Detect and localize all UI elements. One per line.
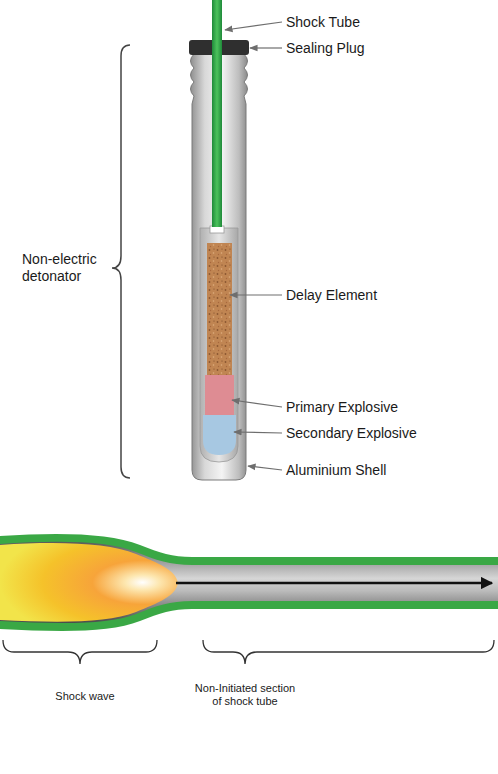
part-label: Shock Tube <box>286 14 466 31</box>
part-label: Sealing Plug <box>286 40 466 57</box>
part-label: Non-electric detonator <box>22 251 110 285</box>
leader-line <box>248 466 282 470</box>
part-label: Aluminium Shell <box>286 462 476 479</box>
section-label: Non-Initiated section of shock tube <box>190 682 300 708</box>
leader-line <box>232 400 282 407</box>
leader-line <box>250 47 282 48</box>
primary-explosive <box>205 375 234 415</box>
brace <box>3 640 157 664</box>
shell-cavity <box>200 228 238 462</box>
secondary-explosive <box>203 415 236 455</box>
bracket <box>112 45 130 478</box>
part-label: Secondary Explosive <box>286 425 486 442</box>
shock-flame <box>0 543 178 622</box>
tube-wall <box>0 534 498 631</box>
detonator-illustration <box>189 0 249 480</box>
shock-tube-section <box>0 534 498 631</box>
leader-line <box>225 22 282 30</box>
propagation-arrow <box>176 582 492 585</box>
leader-line <box>234 432 282 433</box>
shock-tube <box>212 0 222 227</box>
section-label: Shock wave <box>30 690 140 703</box>
part-label: Delay Element <box>286 287 466 304</box>
leader-line <box>230 294 282 295</box>
leader-lines <box>225 22 282 470</box>
delay-element <box>207 243 232 375</box>
part-label: Primary Explosive <box>286 399 476 416</box>
shock-tube-end <box>210 226 224 233</box>
tube-core <box>0 542 498 623</box>
brace <box>203 640 494 664</box>
